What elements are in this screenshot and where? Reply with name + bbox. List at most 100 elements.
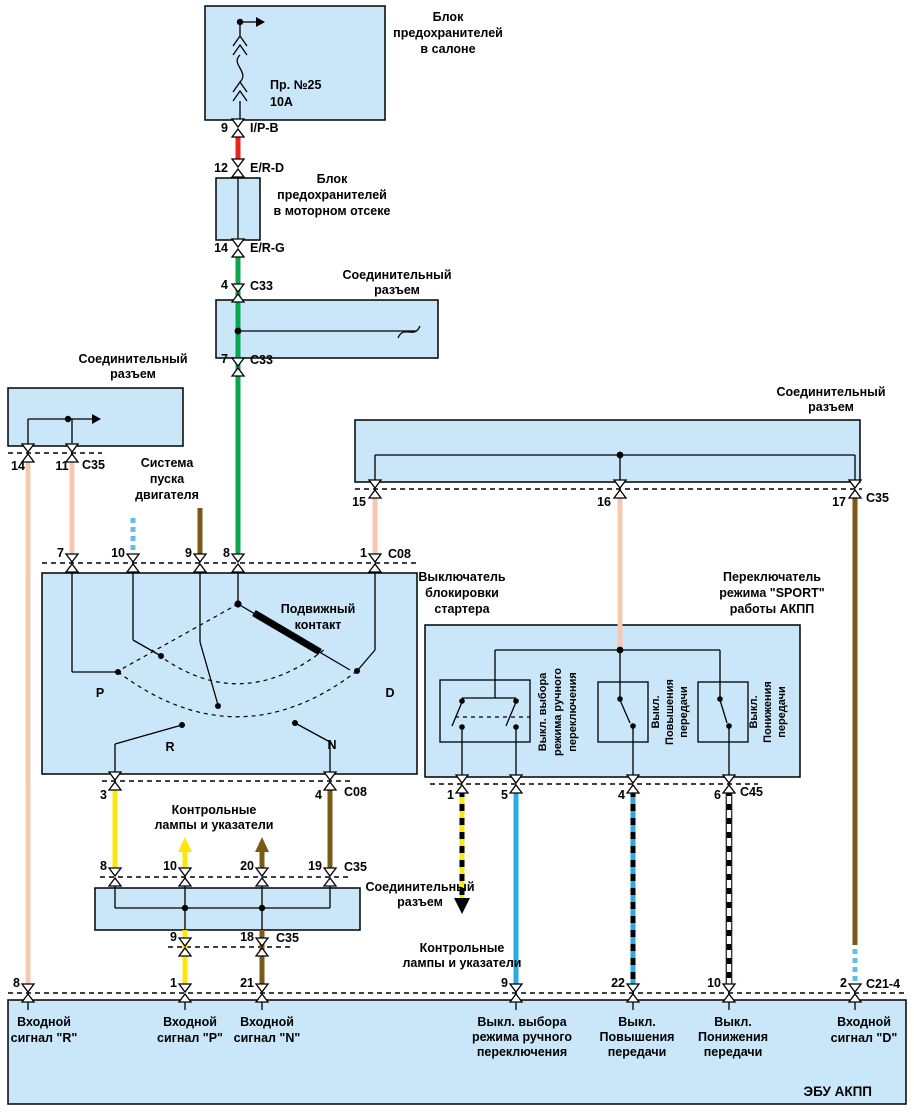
junction-box-right [354,419,861,483]
pin-number-inh-7: 7 [57,546,64,560]
pin-number-16: 16 [597,495,611,509]
pin-number-sj-10: 10 [163,859,177,873]
ecu-input-r: сигнал "R" [11,1031,78,1045]
connector-tag-c45: C45 [740,785,763,799]
connector-pin-icon [21,983,35,1003]
junction-left-label: Соединительный [78,352,187,366]
gear-position-n: N [327,738,336,752]
gear-position-p: P [96,686,104,700]
connector-pin-icon [108,771,122,791]
junction-top-continuation-icon [397,325,421,339]
pin-number-ecu-21: 21 [240,976,254,990]
moving-contact-label: контакт [295,618,342,632]
pin-number-17: 17 [832,495,846,509]
connector-tag-c35-low: C35 [276,931,299,945]
pin-number-ecu-10: 10 [707,976,721,990]
ecu-input-p: Входной [163,1015,217,1029]
gear-position-r: R [165,740,174,754]
downshift-switch-label: Понижения [762,681,774,743]
connector-pin-icon [178,867,192,887]
ecu-input-upshift: Выкл. [618,1015,656,1029]
pin-number-14-left: 14 [11,459,25,473]
fuse-name: Пр. №25 [270,78,321,92]
pin-number-14: 14 [214,241,228,255]
junction-right-label: разъем [808,400,854,414]
upshift-lever [619,699,631,724]
sport-switch-label: режима "SPORT" [719,586,824,600]
junction-small-label: Соединительный [365,880,474,894]
engine-fuse-label: в моторном отсеке [274,204,391,218]
labels: Блок предохранителей в салоне Пр. №25 10… [11,10,900,1099]
lamps-label-mid: лампы и указатели [402,956,521,970]
cabin-fuse-box [204,5,386,121]
pin-number-sj-18: 18 [240,930,254,944]
pin-number-sj-8: 8 [100,859,107,873]
inhibitor-switch-box [41,572,418,775]
connector-pin-icon [255,937,269,957]
downshift-switch-label: передачи [776,686,788,738]
connector-pin-icon [722,774,736,794]
junction-box-small [94,887,361,931]
pin-number-inh-9: 9 [185,546,192,560]
switch-contact-dot [459,698,465,704]
sport-switch-label: работы АКПП [730,602,815,616]
gear-position-d: D [385,686,394,700]
connector-pin-icon [848,983,862,1003]
start-system-label: пуска [150,472,185,486]
junction-dot [181,904,189,912]
downshift-subbox [697,681,749,743]
connector-pin-icon [323,771,337,791]
schematic-lines [8,17,908,1010]
cabin-fuse-label: в салоне [420,42,475,56]
wire-tag-ipb: I/P-B [250,121,278,135]
sport-switch-label: Переключатель [723,570,821,584]
lamps-label-left: лампы и указатели [154,818,273,832]
switch-contact-dot [513,698,519,704]
junction-right-label: Соединительный [776,385,885,399]
pin-number-15: 15 [352,495,366,509]
contact-dot-p [115,669,121,675]
starter-lock-lever1 [451,701,463,727]
pin-number-inh-10: 10 [111,546,125,560]
ecu-input-manual: режима ручного [472,1030,572,1044]
switch-contact-dot [459,724,465,730]
pin-number-sj-19: 19 [308,859,322,873]
contact-arc-outer [117,670,358,718]
connector-pins [21,118,862,1003]
connector-pin-icon [722,983,736,1003]
fuse-chevrons-bottom-icon [232,80,248,102]
moving-contact-bar [252,609,322,656]
pin-number-sj-20: 20 [240,859,254,873]
connector-tag-c35-left: C35 [82,458,105,472]
ecu-input-d: сигнал "D" [831,1031,898,1045]
junction-left-arrow-icon [92,414,101,424]
pin-number-4: 4 [221,278,228,292]
manual-mode-switch-label: режима ручного [552,668,564,756]
inh-line-p1b [356,649,376,672]
starter-lock-label: блокировки [425,586,499,600]
connector-pin-icon [231,158,245,178]
connector-tag-c08-top: C08 [388,547,411,561]
junction-top-label: разъем [374,283,420,297]
ecu-input-d: Входной [837,1015,891,1029]
junction-dot [616,646,624,654]
moving-contact-label: Подвижный [281,602,356,616]
pin-number-ecu-1: 1 [170,976,177,990]
wire-tag-erg: E/R-G [250,241,285,255]
junction-dots [64,18,732,912]
pin-number-inh-8: 8 [223,546,230,560]
connector-pin-icon [126,553,140,573]
pin-number-sp-4: 4 [618,788,625,802]
engine-fuse-label: предохранителей [277,188,387,202]
connector-tag-c33: C33 [250,353,273,367]
downshift-lever [719,699,728,724]
ecu-box [7,999,907,1105]
contact-fan-edge [119,603,239,671]
pin-number-9: 9 [221,121,228,135]
ecu-input-downshift: Выкл. [714,1015,752,1029]
ecu-input-upshift: передачи [608,1045,667,1059]
inh-line-p10b [132,639,162,657]
connector-pin-icon [613,479,627,499]
